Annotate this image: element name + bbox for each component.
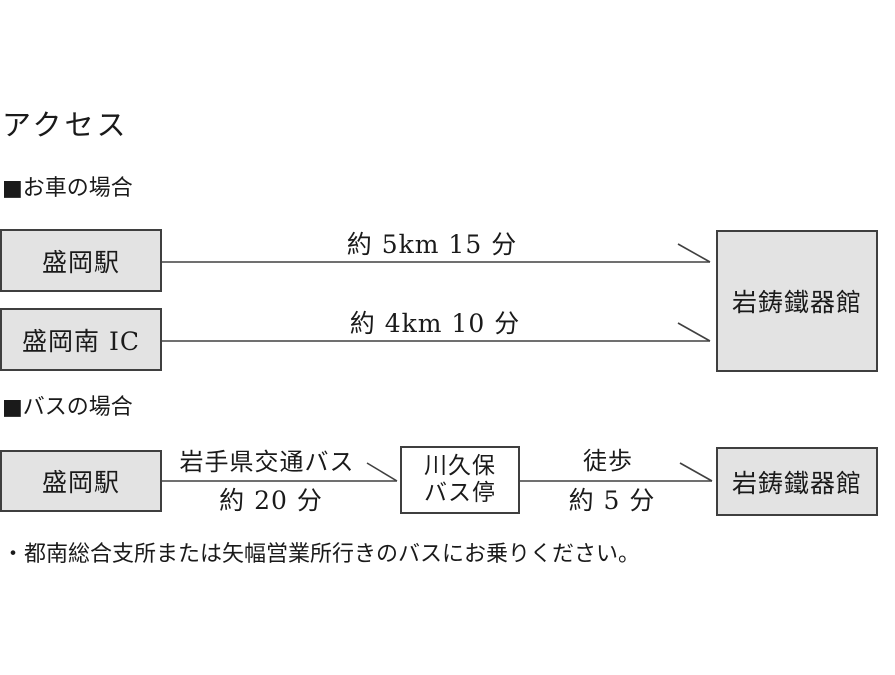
bus-destination-box: 岩鋳鐵器館 [716, 447, 878, 516]
bus-leg2-duration-label: 約 5 分 [568, 486, 656, 515]
bus-origin-box-morioka-station: 盛岡駅 [0, 450, 162, 512]
car-destination-label: 岩鋳鐵器館 [731, 288, 862, 317]
car-origin-box-morioka-minami-ic: 盛岡南 IC [0, 308, 162, 371]
bus-stop-label-line2: バス停 [424, 480, 496, 506]
car-destination-box: 岩鋳鐵器館 [716, 230, 878, 372]
car-origin-label-morioka-minami-ic: 盛岡南 IC [22, 326, 140, 356]
bus-leg2-walk-label: 徒歩 [583, 447, 633, 475]
bus-leg1-operator-label: 岩手県交通バス [179, 448, 355, 476]
bus-origin-label: 盛岡駅 [41, 468, 120, 497]
bus-destination-label: 岩鋳鐵器館 [731, 468, 862, 498]
bus-stop-box-kawakubo: 川久保 バス停 [400, 446, 520, 514]
page-title: アクセス [2, 108, 129, 142]
bus-section-heading: ■バスの場合 [2, 395, 133, 420]
car-route-distance-label-1: 約 5km 15 分 [346, 230, 518, 259]
car-route-distance-label-2: 約 4km 10 分 [349, 309, 521, 338]
car-origin-box-morioka-station: 盛岡駅 [0, 229, 162, 292]
bus-stop-label-line1: 川久保 [424, 452, 496, 479]
car-section-heading: ■お車の場合 [2, 176, 133, 201]
bus-leg1-duration-label: 約 20 分 [219, 486, 323, 515]
bus-note: ・都南総合支所または矢幅営業所行きのバスにお乗りください。 [2, 542, 641, 567]
car-origin-label-morioka-station: 盛岡駅 [41, 247, 120, 277]
